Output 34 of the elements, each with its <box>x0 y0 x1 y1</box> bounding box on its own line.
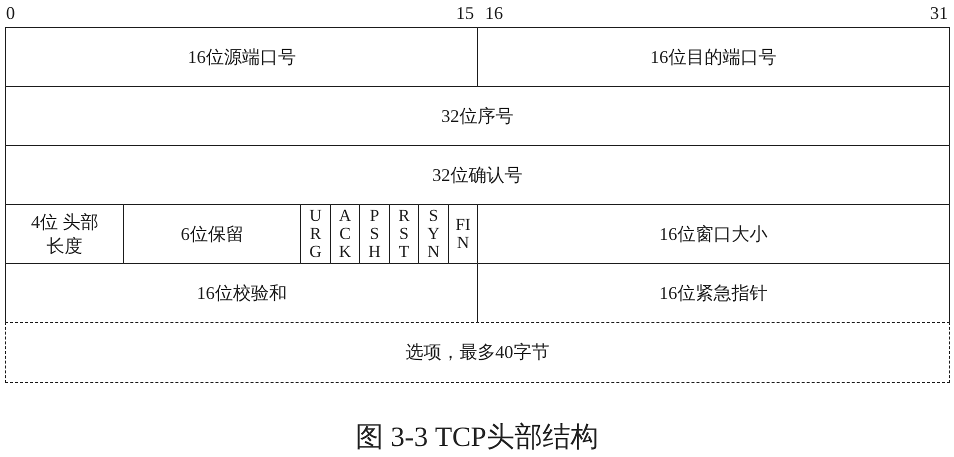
field-name: 32位确认号 <box>432 164 522 188</box>
bit-index: 0 <box>6 3 15 24</box>
flag-name: PSH <box>367 207 382 262</box>
field-cell <box>123 204 302 264</box>
bit-index: 31 <box>930 3 948 24</box>
field-cell <box>5 263 478 324</box>
flag-name: URG <box>308 207 323 262</box>
flag-name: RST <box>397 207 411 262</box>
field-name: 16位紧急指针 <box>659 282 768 306</box>
flag-name: FIN <box>454 216 472 252</box>
field-name: 选项，最多40字节 <box>405 341 550 364</box>
field-cell <box>418 204 449 264</box>
field-cell <box>5 145 950 206</box>
bit-index: 16 <box>485 3 503 24</box>
field-name: 32位序号 <box>441 105 514 128</box>
field-name: 16位目的端口号 <box>650 46 776 70</box>
field-name: 16位源端口号 <box>188 46 296 70</box>
field-cell <box>5 204 124 264</box>
field-name: 16位窗口大小 <box>659 223 768 246</box>
field-name: 4位 头部长度 <box>30 211 100 258</box>
field-cell <box>5 86 950 146</box>
field-cell <box>477 27 950 88</box>
field-cell <box>477 204 950 264</box>
field-cell <box>359 204 390 264</box>
figure-caption: 图 3-3 TCP头部结构 <box>356 422 598 453</box>
field-cell <box>5 322 950 382</box>
flag-name: SYN <box>426 207 441 262</box>
bit-index: 15 <box>456 3 474 24</box>
field-name: 16位校验和 <box>196 282 287 306</box>
field-cell <box>5 27 478 88</box>
flag-name: ACK <box>338 207 352 262</box>
field-name: 6位保留 <box>180 223 244 246</box>
field-cell <box>477 263 950 324</box>
field-cell <box>300 204 331 264</box>
